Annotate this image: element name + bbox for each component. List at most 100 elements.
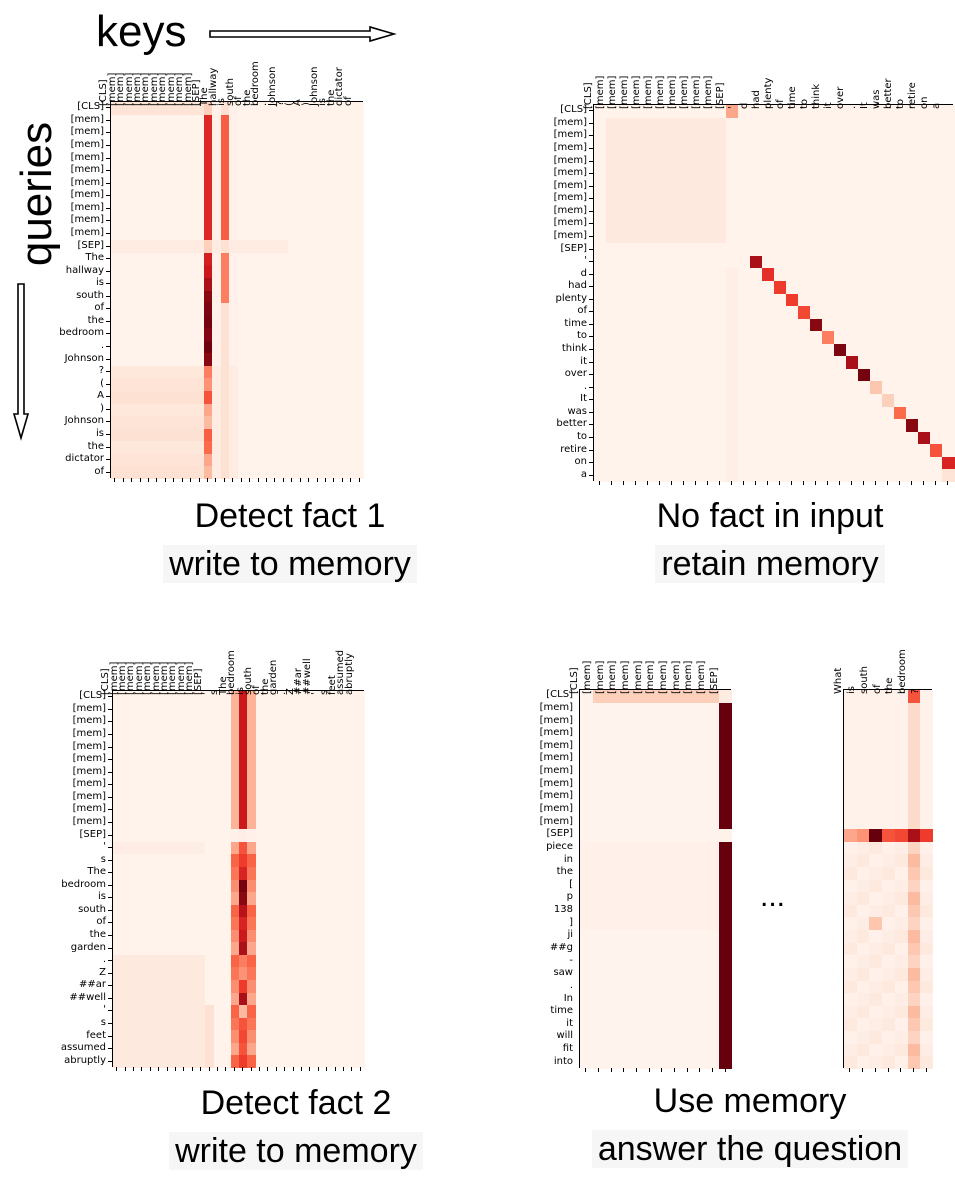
heatmap-cell [138, 1030, 148, 1044]
heatmap-cell [119, 152, 129, 166]
heatmap-cell [642, 255, 655, 269]
heatmap-cell [304, 227, 314, 241]
heatmap-cell [339, 804, 349, 818]
heatmap-cell [339, 816, 349, 830]
heatmap-cell [138, 728, 148, 742]
heatmap-cell [702, 419, 715, 433]
heatmap-cell [111, 403, 120, 417]
heatmap-cell [856, 690, 870, 704]
heatmap-cell [906, 406, 919, 420]
heatmap-cell [255, 904, 265, 918]
heatmap-cell [678, 155, 691, 169]
x-tick [249, 478, 251, 482]
heatmap-cell [203, 127, 213, 141]
heatmap-cell [171, 1030, 181, 1044]
heatmap-cell [605, 828, 619, 843]
heatmap-cell [222, 980, 232, 994]
heatmap-cell [186, 252, 196, 266]
heatmap-cell [272, 703, 282, 717]
heatmap-cell [869, 904, 883, 918]
heatmap-cell [264, 691, 274, 705]
heatmap-cell [288, 303, 298, 317]
heatmap-cell [170, 353, 179, 367]
heatmap-cell [129, 866, 139, 880]
heatmap-cell [264, 829, 274, 843]
heatmap-cell [882, 456, 895, 470]
y-tick [589, 399, 593, 401]
heatmap-cell [834, 293, 847, 307]
heatmap-cell [195, 466, 205, 480]
heatmap-cell [810, 205, 823, 219]
heatmap-cell [869, 879, 883, 893]
heatmap-cell [714, 456, 727, 470]
heatmap-cell [338, 403, 348, 417]
key-token-label: [mem] [643, 75, 654, 109]
heatmap-cell [822, 331, 835, 345]
heatmap-cell [136, 365, 146, 379]
heatmap-cell [810, 456, 823, 470]
heatmap-cell [288, 177, 298, 191]
heatmap-cell [355, 139, 365, 153]
heatmap-cell [180, 816, 190, 830]
heatmap-cell [188, 753, 198, 767]
y-tick [589, 424, 593, 426]
heatmap-cell [822, 406, 835, 420]
heatmap-cell [774, 306, 787, 320]
heatmap-cell [331, 716, 341, 730]
heatmap-cell [289, 879, 299, 893]
heatmap-cell [155, 791, 164, 805]
heatmap-cell [719, 917, 733, 931]
heatmap-cell [618, 879, 632, 893]
x-tick [334, 1067, 336, 1071]
heatmap-cell [668, 803, 682, 817]
heatmap-cell [719, 690, 733, 704]
heatmap-cell [121, 1005, 131, 1019]
heatmap-cell [279, 340, 289, 354]
heatmap-cell [229, 265, 238, 279]
heatmap-cell [894, 753, 909, 767]
heatmap-cell [271, 416, 281, 430]
heatmap-cell [180, 854, 190, 868]
heatmap-cell [694, 904, 708, 918]
heatmap-cell [153, 290, 163, 304]
heatmap-cell [288, 290, 298, 304]
heatmap-cell [798, 218, 811, 232]
heatmap-cell [714, 469, 727, 483]
heatmap-cell [844, 715, 858, 729]
heatmap-cell [882, 791, 896, 805]
query-token-label: is [98, 891, 106, 903]
heatmap-cell [220, 403, 230, 417]
x-tick [699, 1068, 701, 1072]
heatmap-cell [331, 866, 341, 880]
key-token-label: d [739, 102, 750, 109]
heatmap-cell [338, 227, 348, 241]
heatmap-cell [330, 277, 340, 291]
heatmap-cell [942, 306, 955, 320]
heatmap-cell [304, 315, 314, 329]
heatmap-cell [296, 378, 306, 392]
heatmap-cell [844, 828, 858, 843]
query-token-label: [mem] [539, 727, 573, 739]
heatmap-cell [203, 227, 213, 241]
heatmap-cell [113, 904, 122, 918]
key-token-label: plenty [763, 77, 774, 109]
heatmap-cell [272, 741, 282, 755]
heatmap-cell [163, 691, 173, 705]
heatmap-cell [706, 866, 720, 880]
y-tick [106, 195, 110, 197]
y-tick [108, 997, 112, 999]
heatmap-cell [654, 306, 667, 320]
y-tick [589, 122, 593, 124]
heatmap-cell [822, 469, 835, 483]
heatmap-cell [907, 791, 921, 805]
heatmap-cell [356, 703, 366, 717]
heatmap-cell [846, 306, 859, 320]
heatmap-cell [239, 816, 248, 830]
heatmap-cell [920, 1005, 934, 1019]
heatmap-cell [706, 930, 720, 944]
heatmap-cell [212, 353, 222, 367]
heatmap-cell [296, 340, 306, 354]
heatmap-cell [592, 967, 606, 982]
heatmap-cell [606, 356, 619, 370]
heatmap-cell [304, 240, 314, 254]
